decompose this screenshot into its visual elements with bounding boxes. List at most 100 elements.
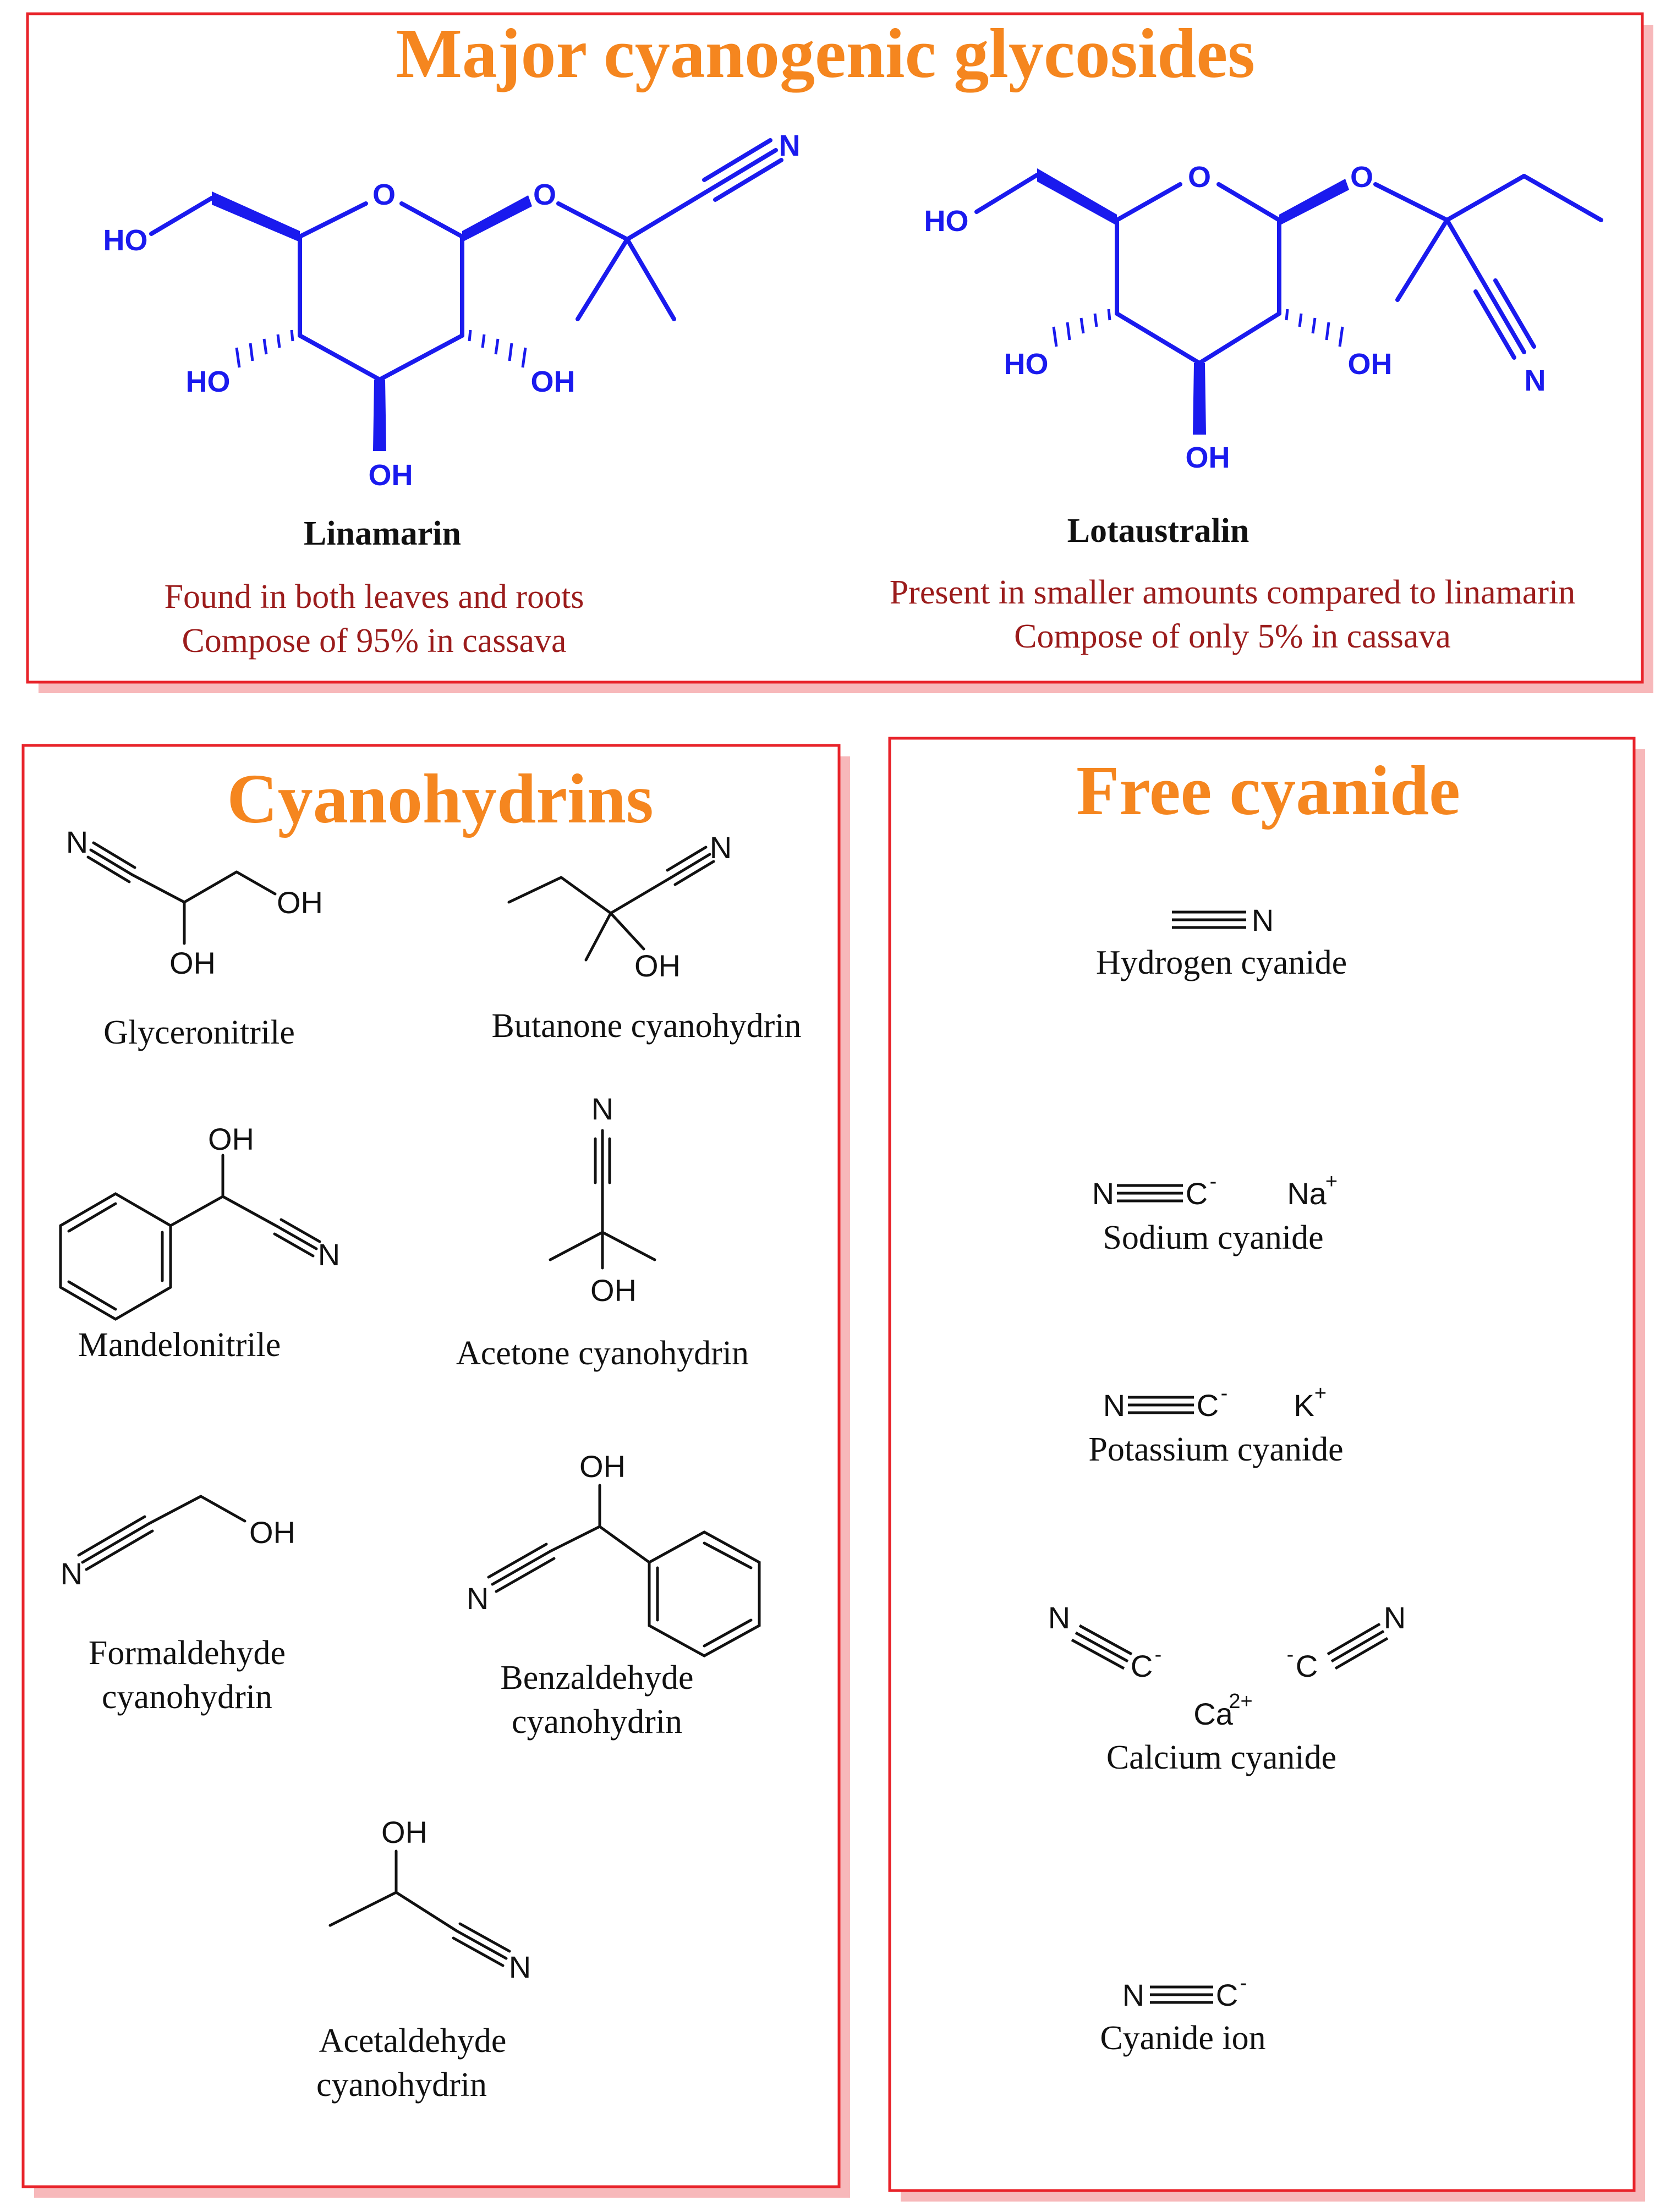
bond [1115,182,1182,222]
bond [491,1550,552,1586]
atom-label: N [779,129,801,162]
bond [598,1525,651,1564]
hash [1325,322,1330,341]
bond [576,237,629,321]
bond [1216,182,1281,222]
atom-label: HO [924,205,969,238]
lotaustralin-wedges [1037,168,1349,435]
hash [290,330,294,342]
atom-label: Ca [1193,1697,1233,1731]
atom-label: O [533,178,556,211]
bond [1395,218,1449,302]
lotaustralin-structure [974,173,1603,365]
hash [1285,309,1289,321]
hash [235,347,241,368]
bond [666,846,708,872]
atom-label: OH [1348,348,1393,381]
wedge-bond [212,191,300,242]
bond [86,855,131,883]
bond [199,1495,246,1523]
bond [601,1231,656,1261]
atom-label: O [1350,161,1373,194]
bond [974,173,1039,214]
glyceronitrile-structure [86,841,277,945]
bond [708,148,778,192]
bond [147,1495,202,1525]
hash [1338,326,1344,347]
atom-label: OH [169,946,216,980]
bond [67,1202,117,1233]
bond [1473,289,1516,360]
atom-label: OH [249,1515,295,1550]
lotaustralin-hash-bonds [1052,309,1344,347]
potassium-cyanide-name: Potassium cyanide [1088,1431,1343,1468]
bond [298,333,382,382]
glycosides-panel-border [26,12,1644,684]
cyanohydrin-bonds [59,841,761,1967]
lotaustralin-caption-1: Present in smaller amounts compared to l… [890,574,1576,611]
wedge-bond [1037,168,1117,226]
bond [549,1525,601,1553]
acetaldehyde-cyanohydrin-name-2: cyanohydrin [316,2066,487,2104]
atom-label: N [318,1237,340,1272]
linamarin-structure [149,138,783,382]
benzaldehyde-cyanohydrin-structure [487,1484,761,1657]
free-cyanide-title: Free cyanide [1076,751,1460,830]
bond [1197,311,1281,365]
atom-label: HO [103,224,148,257]
atom-label: N [1252,903,1274,937]
bond [92,841,136,869]
bond [394,1891,458,1933]
hash [1107,309,1111,321]
hash [1298,313,1303,327]
charge-label: 2+ [1229,1690,1252,1713]
charge-label: - [1221,1382,1228,1405]
atom-label: OH [634,948,681,983]
hash [1066,322,1071,341]
bond [1078,1624,1133,1656]
atom-label: OH [277,885,323,920]
atom-label: O [1188,161,1211,194]
atom-label: OH [579,1449,626,1484]
formaldehyde-cyanohydrin-structure [77,1495,246,1571]
bond [298,201,368,239]
bond [625,188,712,241]
bond [625,237,676,321]
atom-label: N [61,1556,83,1591]
atom-label: C [1186,1176,1208,1211]
atom-label: N [1525,364,1546,397]
hash [1079,317,1085,334]
bond [77,1515,146,1557]
bond [458,1922,511,1953]
bond [67,1280,117,1311]
atom-label: N [710,830,732,865]
wedge-bond [1193,363,1206,435]
charge-label: - [1240,1972,1247,1995]
bond [495,1557,556,1593]
atom-label: HO [1004,348,1049,381]
cyanohydrin-atom-labels: N OH OH N OH OH N N OH N OH N OH OH N [61,825,732,1984]
bond [584,912,612,962]
hash [276,334,281,348]
benzaldehyde-cyanohydrin-name-2: cyanohydrin [512,1703,682,1741]
bond [235,870,277,896]
atom-label: C [1296,1649,1318,1683]
lotaustralin-name: Lotaustralin [1067,512,1250,550]
atom-label: N [66,825,88,859]
bond [1334,1637,1389,1670]
bond [507,876,563,904]
formaldehyde-cyanohydrin-name-2: cyanohydrin [102,1678,272,1716]
atom-label: OH [381,1815,428,1849]
bond [1075,1631,1129,1663]
atom-label: N [467,1581,489,1616]
benzene-ring [648,1530,761,1657]
hydrogen-cyanide-name: Hydrogen cyanide [1096,944,1347,981]
charge-label: - [1210,1170,1217,1193]
lotaustralin-caption-2: Compose of only 5% in cassava [1014,618,1451,655]
hash [468,330,472,342]
linamarin-name: Linamarin [304,515,461,552]
wedge-bond [1279,179,1349,226]
bond [273,1232,315,1258]
hash [249,343,254,361]
bond [455,1929,508,1960]
